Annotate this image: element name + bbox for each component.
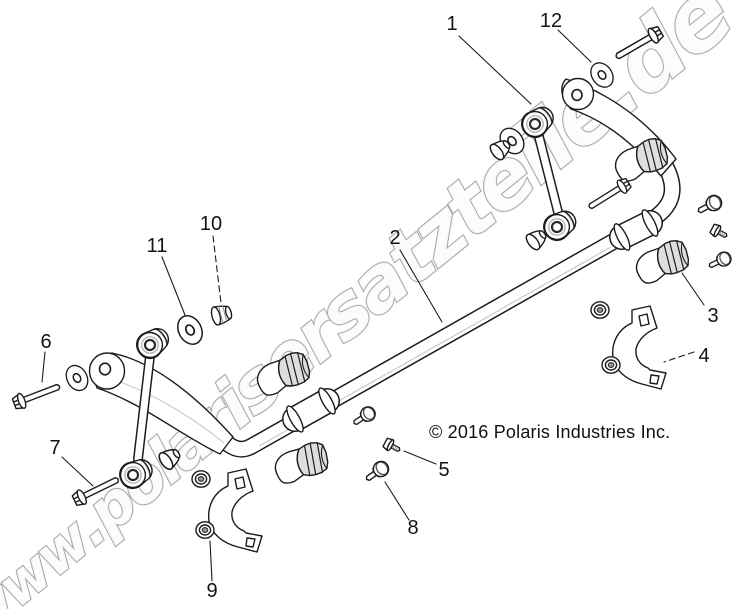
screw-right-upper xyxy=(694,192,725,219)
bar-sleeve-right xyxy=(609,209,663,251)
flange-nut-10 xyxy=(210,305,233,326)
callout-label-2: 2 xyxy=(389,227,401,249)
washer-11 xyxy=(172,310,208,350)
callout-label-12: 12 xyxy=(539,10,563,32)
hex-screw-5 xyxy=(381,436,404,457)
leader-lines xyxy=(41,29,705,582)
callout-label-1: 1 xyxy=(446,13,458,35)
callout-label-3: 3 xyxy=(707,305,719,327)
stabilizer-link-right xyxy=(515,100,583,247)
clamp-bracket-right xyxy=(611,305,667,390)
callout-label-7: 7 xyxy=(49,437,61,459)
bar-left-arm xyxy=(88,352,234,455)
hex-screw-right xyxy=(708,222,731,243)
leader-6 xyxy=(41,351,46,383)
bar-sleeve-center xyxy=(282,387,340,433)
callout-label-5: 5 xyxy=(438,459,450,481)
callout-label-9: 9 xyxy=(206,580,218,602)
stabilizer-link-left xyxy=(114,321,176,494)
bolt-clamp-right xyxy=(584,175,634,215)
flange-nut-center-upper xyxy=(191,470,211,488)
callout-label-8: 8 xyxy=(407,517,419,539)
leader-7 xyxy=(61,456,94,487)
flange-nut-right-lower xyxy=(601,356,621,374)
copyright-notice: © 2016 Polaris Industries Inc. xyxy=(429,422,671,442)
leader-11 xyxy=(161,256,186,316)
leader-2 xyxy=(399,249,443,323)
link-bushing-top-left xyxy=(130,321,176,365)
ribbed-bushing-center xyxy=(271,439,331,486)
callout-label-10: 10 xyxy=(199,213,223,235)
leader-1 xyxy=(458,35,532,105)
ribbed-bushing-right xyxy=(631,237,693,287)
leader-4 xyxy=(663,351,695,363)
leader-12 xyxy=(557,29,592,63)
leader-5 xyxy=(403,450,437,465)
leader-3 xyxy=(681,272,705,306)
flange-nut-right-upper xyxy=(590,301,610,319)
screw-right-lower xyxy=(705,249,734,274)
leader-8 xyxy=(384,481,410,521)
callout-label-11: 11 xyxy=(146,235,168,257)
leader-9 xyxy=(209,540,213,582)
flange-nut-9 xyxy=(195,521,215,539)
bolt-6 xyxy=(10,378,63,412)
callout-label-4: 4 xyxy=(698,345,710,367)
leader-10 xyxy=(212,235,222,304)
screw-center-upper xyxy=(349,403,379,431)
clamp-bracket-center xyxy=(207,468,263,553)
washer-6 xyxy=(61,360,93,396)
callout-label-6: 6 xyxy=(40,331,52,353)
screw-8 xyxy=(361,457,393,487)
